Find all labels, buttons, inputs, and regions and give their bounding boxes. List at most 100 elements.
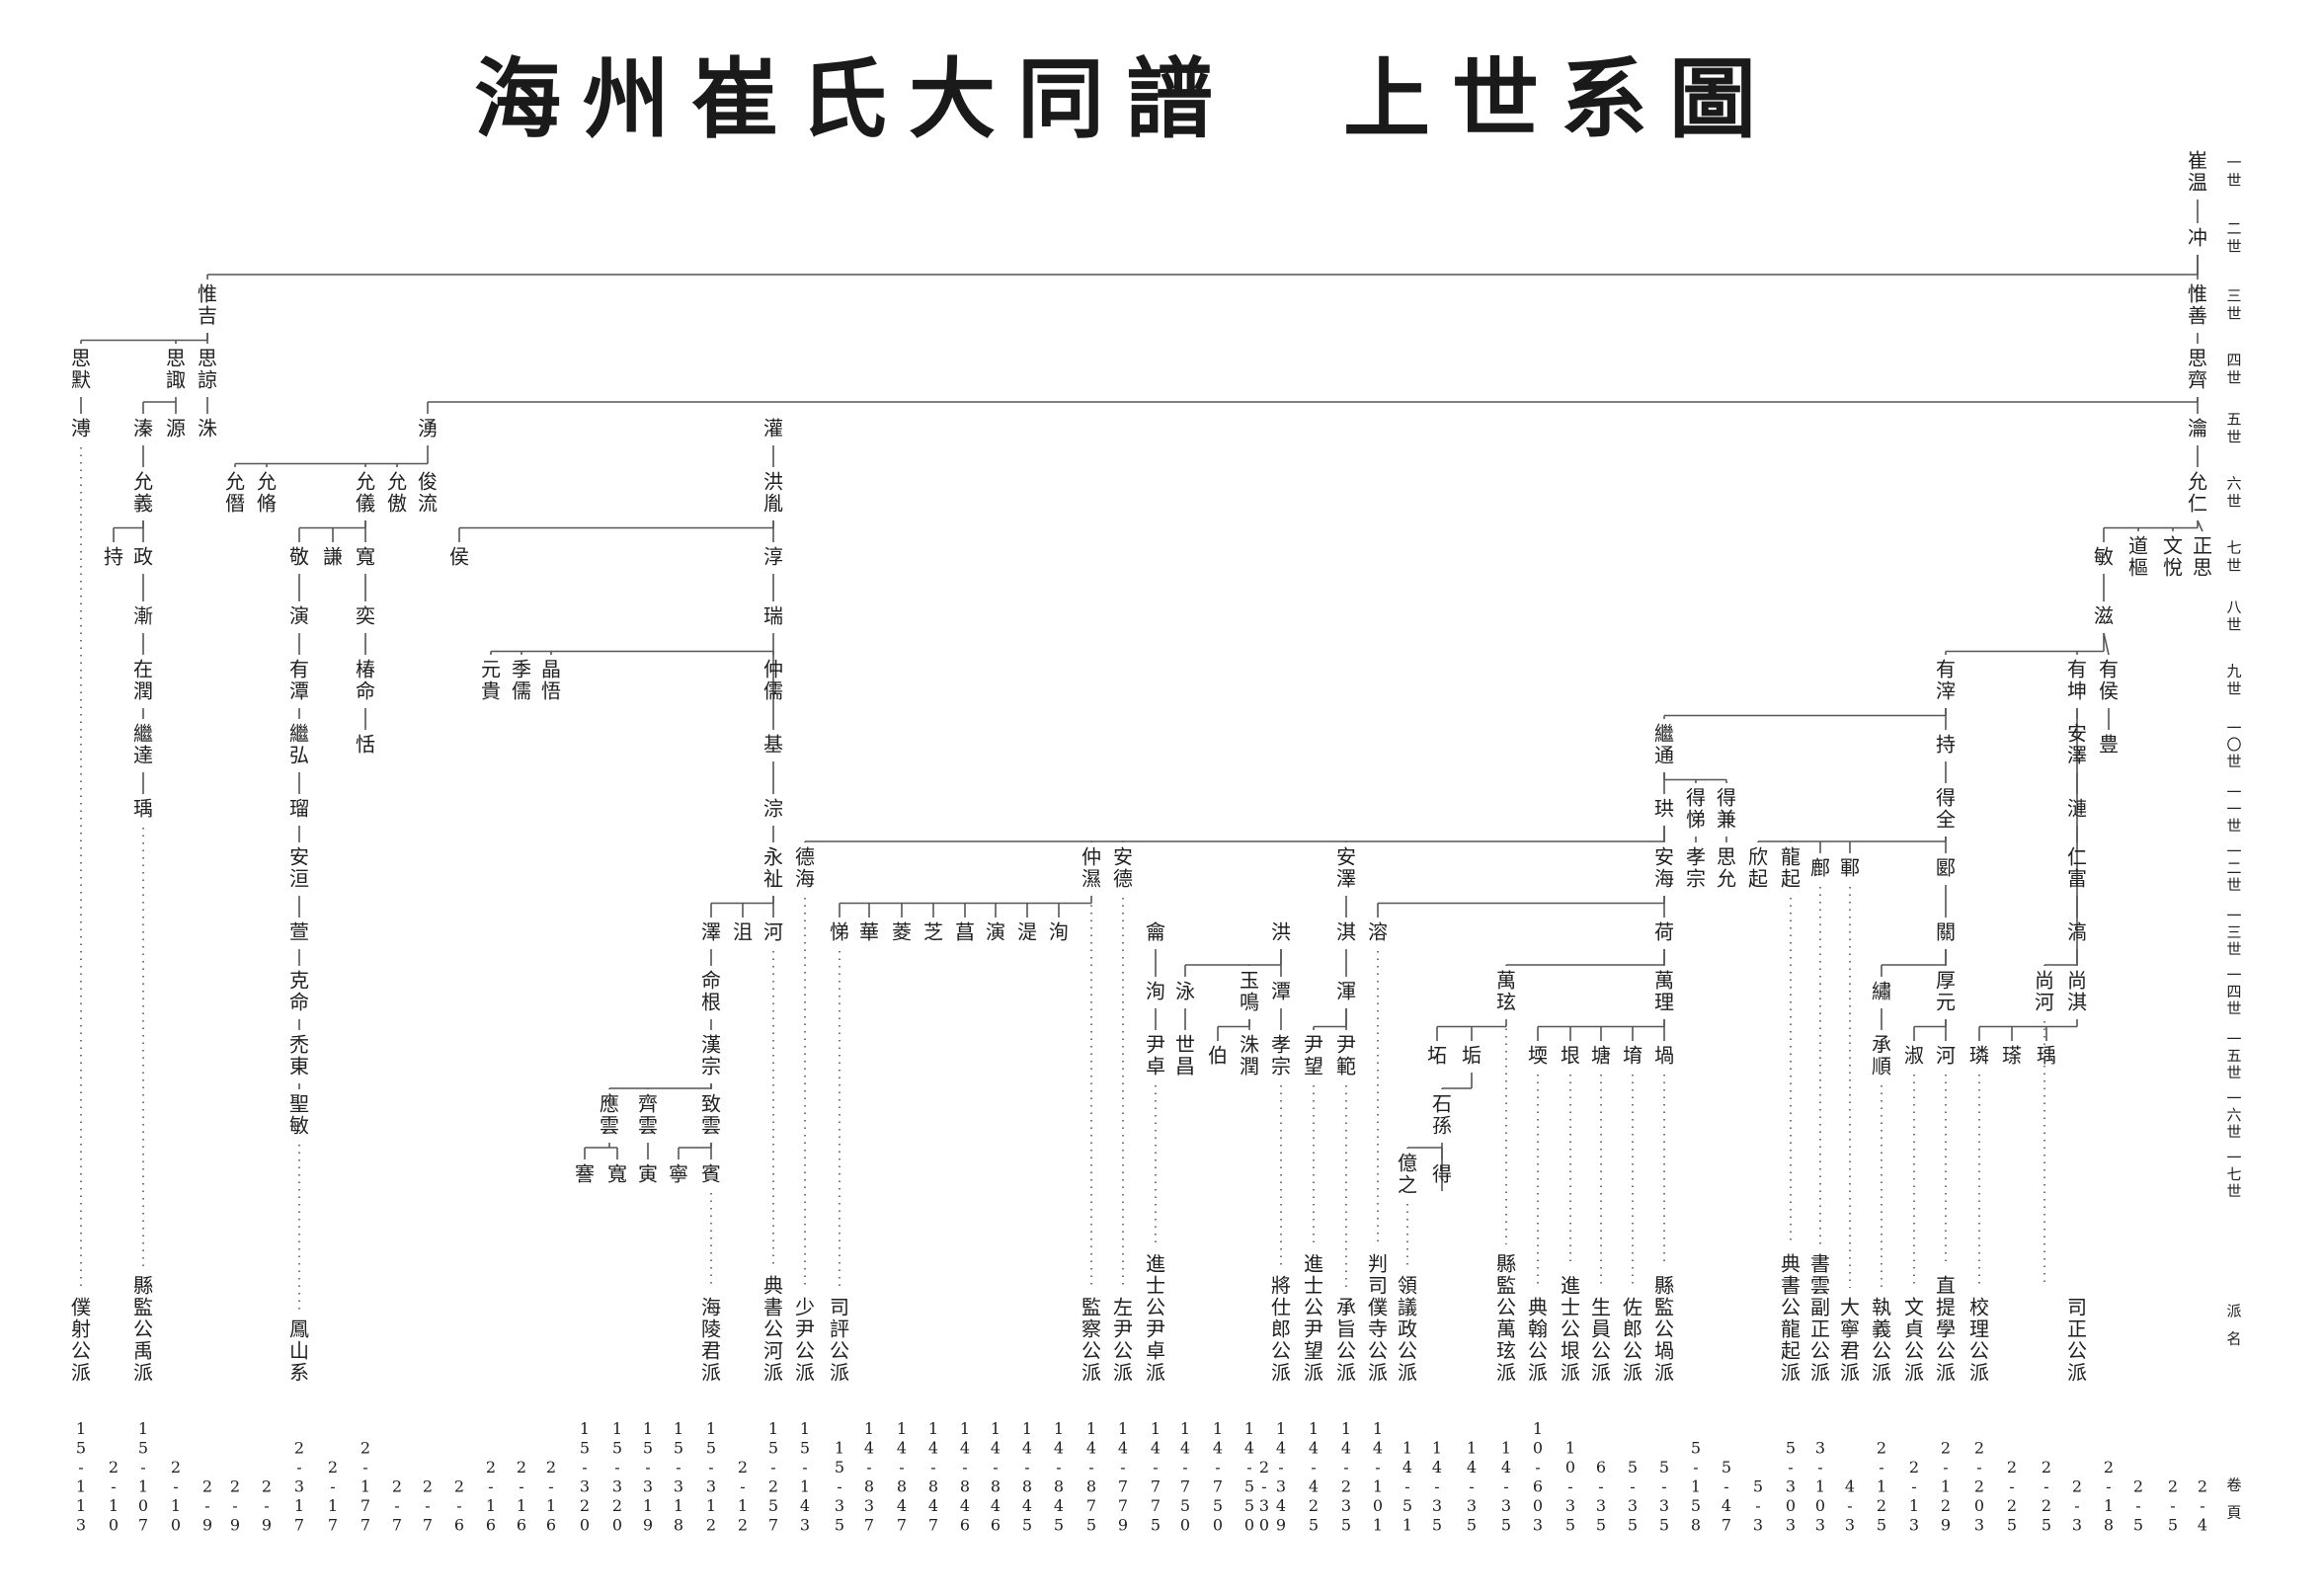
- member-name: 菱: [892, 919, 912, 943]
- volume-page: 2-9: [230, 1477, 240, 1535]
- member-name: 洵: [1049, 919, 1069, 943]
- member-name: 致雲: [701, 1091, 721, 1137]
- member-name: 坧: [1427, 1043, 1447, 1067]
- member-name: 寬: [607, 1161, 627, 1185]
- branch-column-header: 派名: [2226, 1302, 2241, 1347]
- branch-name: 校理公派: [1969, 1295, 1989, 1384]
- volume-page: 4-3: [1845, 1477, 1855, 1535]
- branch-name: 直提學公派: [1936, 1273, 1956, 1384]
- member-name: 垢: [1462, 1043, 1482, 1067]
- member-name: 思齊: [2188, 346, 2207, 391]
- descent-line: [2197, 519, 2203, 532]
- generation-label: 一四世: [2226, 966, 2241, 1017]
- member-name: 有潭: [289, 657, 309, 702]
- branch-name: 典書公河派: [763, 1273, 783, 1384]
- generation-label: 一七世: [2226, 1149, 2241, 1200]
- branch-name: 領議政公派: [1398, 1273, 1417, 1384]
- member-name: 允脩: [257, 469, 277, 515]
- member-name: 克命: [289, 968, 309, 1013]
- branch-name: 司評公派: [830, 1295, 849, 1384]
- generation-label: 六世: [2226, 474, 2241, 510]
- member-name: 安海: [1654, 844, 1674, 890]
- member-name: 洙: [198, 416, 217, 439]
- member-name: 玉鳴: [1240, 968, 1259, 1013]
- member-name: 允仁: [2188, 469, 2207, 515]
- member-name: 得悌: [1686, 785, 1706, 831]
- branch-name: 大寧君派: [1840, 1295, 1860, 1384]
- member-name: 尚河: [2035, 968, 2054, 1013]
- member-name: 湧: [418, 416, 438, 439]
- generation-label: 三世: [2226, 286, 2241, 322]
- generation-label: 二世: [2226, 219, 2241, 255]
- volume-page: 2-5: [2133, 1477, 2143, 1535]
- member-name: 政: [133, 544, 153, 568]
- member-name: 洵: [1146, 979, 1165, 1002]
- member-name: 湜: [1017, 919, 1037, 943]
- member-name: 億之: [1398, 1151, 1417, 1196]
- member-name: 堉: [1623, 1043, 1642, 1067]
- member-name: 洙潤: [1240, 1032, 1259, 1077]
- generation-labels: 一世二世三世四世五世六世七世八世九世一〇世一一世一二世一三世一四世一五世一六世一…: [2226, 153, 2241, 1200]
- member-name: 思諏: [166, 346, 186, 391]
- member-name: 瑀: [133, 796, 153, 820]
- member-name: 沮: [733, 919, 753, 943]
- volume-page: 2-6: [454, 1477, 464, 1535]
- member-name: 潭: [1271, 979, 1291, 1002]
- member-name: 承順: [1872, 1032, 1891, 1077]
- member-name: 珙: [1654, 796, 1674, 820]
- member-name: 晶悟: [541, 657, 561, 702]
- branch-name: 將仕郎公派: [1271, 1273, 1291, 1384]
- generation-label: 一三世: [2226, 907, 2241, 958]
- member-name: 泳: [1175, 979, 1195, 1002]
- member-name: 孝宗: [1686, 844, 1706, 890]
- member-name: 龠: [1146, 919, 1165, 943]
- member-name: 洪胤: [763, 469, 783, 515]
- member-name: 聖敏: [289, 1091, 309, 1137]
- member-name: 安澤: [1336, 844, 1356, 890]
- member-name: 齊雲: [638, 1091, 658, 1137]
- member-name: 有坤: [2067, 657, 2087, 702]
- page-title: 海州崔氏大同譜 上世系圖: [473, 47, 1778, 150]
- member-name: 鄆: [1840, 855, 1860, 879]
- branch-name: 少尹公派: [795, 1295, 815, 1384]
- member-name: 萱: [289, 919, 309, 943]
- branch-name: 承旨公派: [1336, 1295, 1356, 1384]
- volume-page: 2-3: [2072, 1477, 2082, 1535]
- member-name: 石孫: [1432, 1091, 1452, 1137]
- branch-name: 典翰公派: [1528, 1295, 1548, 1384]
- member-name: 命根: [701, 968, 721, 1013]
- generation-label: 一一世: [2226, 783, 2241, 835]
- volume-page: 5-3: [1753, 1477, 1763, 1535]
- branch-name: 書雲副正公派: [1810, 1251, 1830, 1384]
- member-name: 思諒: [198, 346, 217, 391]
- member-name: 華: [859, 919, 879, 943]
- member-name: 淇: [1336, 919, 1356, 943]
- member-name: 椿命: [356, 657, 375, 702]
- member-name: 仲濕: [1081, 844, 1101, 890]
